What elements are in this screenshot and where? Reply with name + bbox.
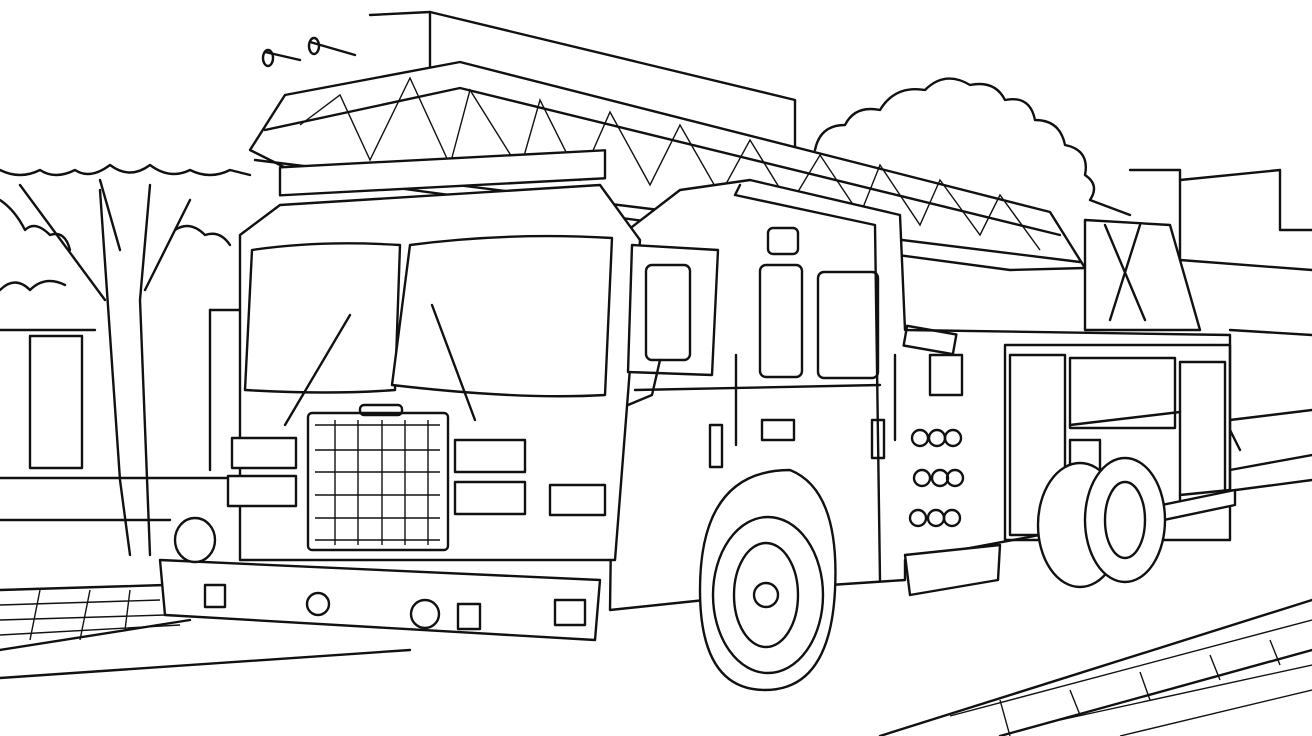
grille	[306, 411, 450, 552]
front-bumper	[158, 558, 602, 642]
bush-tree	[813, 77, 1132, 217]
windshield-right	[390, 234, 614, 398]
left-tree	[0, 163, 252, 557]
windshield-left	[243, 242, 402, 394]
front-wheel	[698, 468, 837, 692]
side-mirror	[644, 263, 692, 362]
rear-wheel	[1036, 456, 1167, 589]
truck-cab	[158, 149, 720, 642]
background-buildings	[0, 10, 1312, 522]
